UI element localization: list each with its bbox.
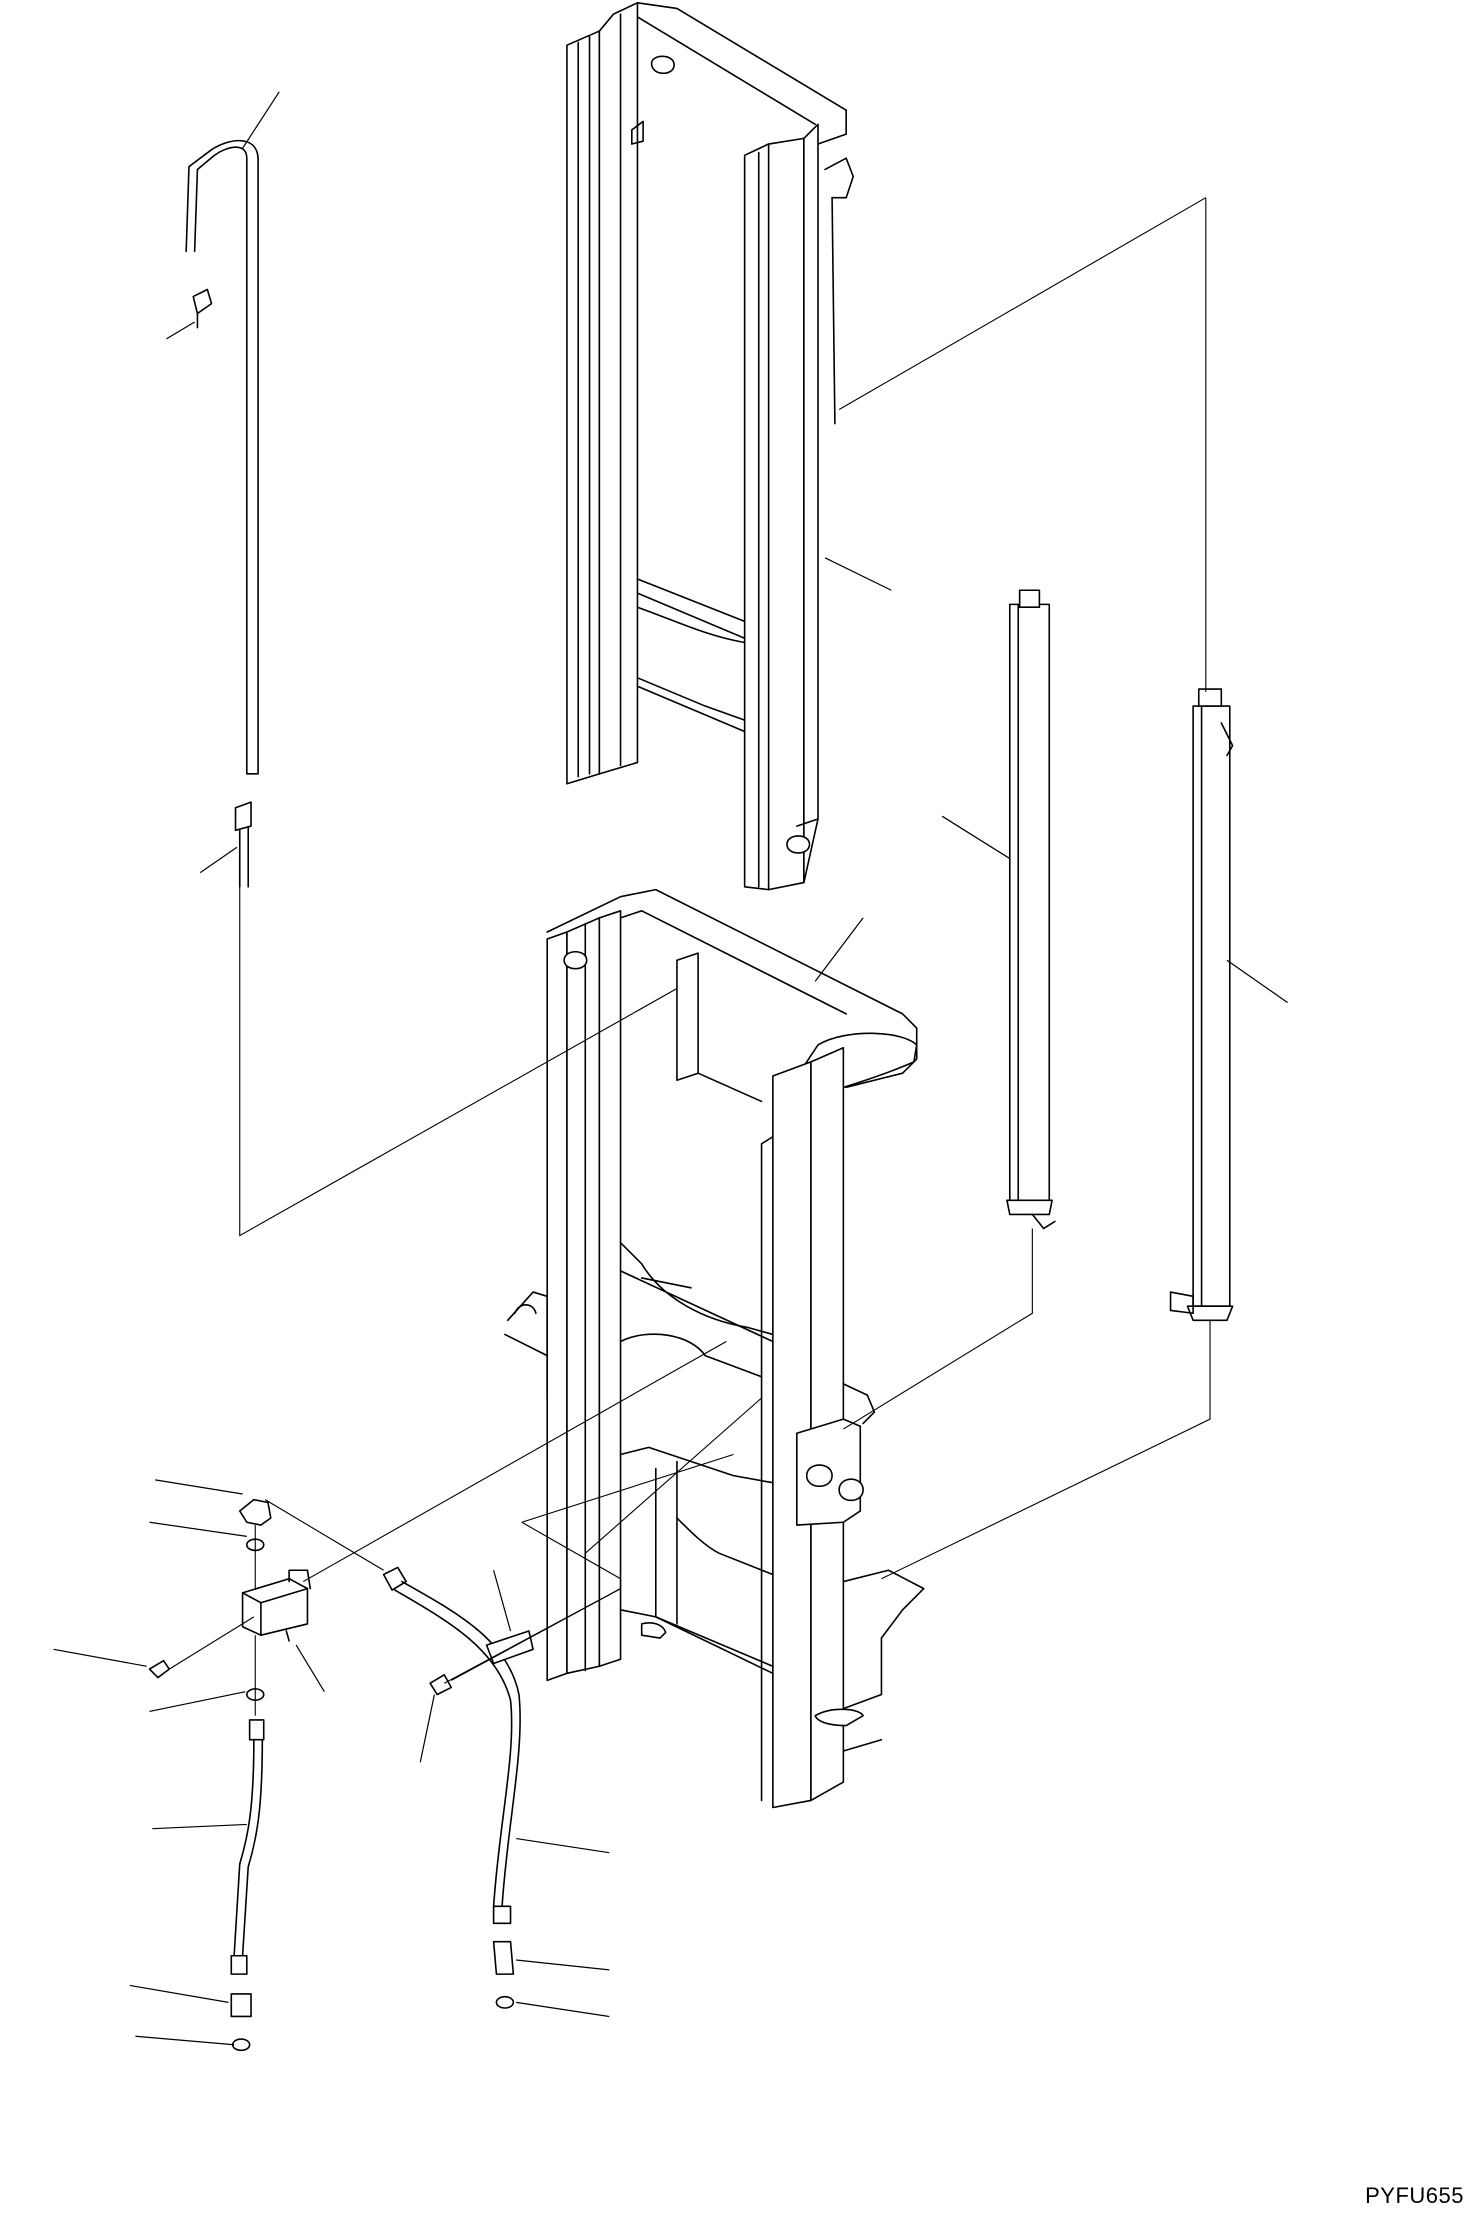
hydraulic-hose-right	[384, 1567, 533, 2008]
hose-block	[149, 1500, 310, 1701]
inner-mast	[567, 3, 853, 890]
lift-cylinder-left	[1007, 590, 1055, 1228]
hydraulic-hose-left	[231, 1720, 263, 2050]
lift-cylinder-right	[1171, 689, 1233, 1320]
figure-code: PYFU655	[1365, 2183, 1464, 2208]
hose-guide-rod	[186, 141, 258, 887]
assembly-lines	[54, 92, 1288, 2045]
outer-mast	[505, 890, 924, 1808]
